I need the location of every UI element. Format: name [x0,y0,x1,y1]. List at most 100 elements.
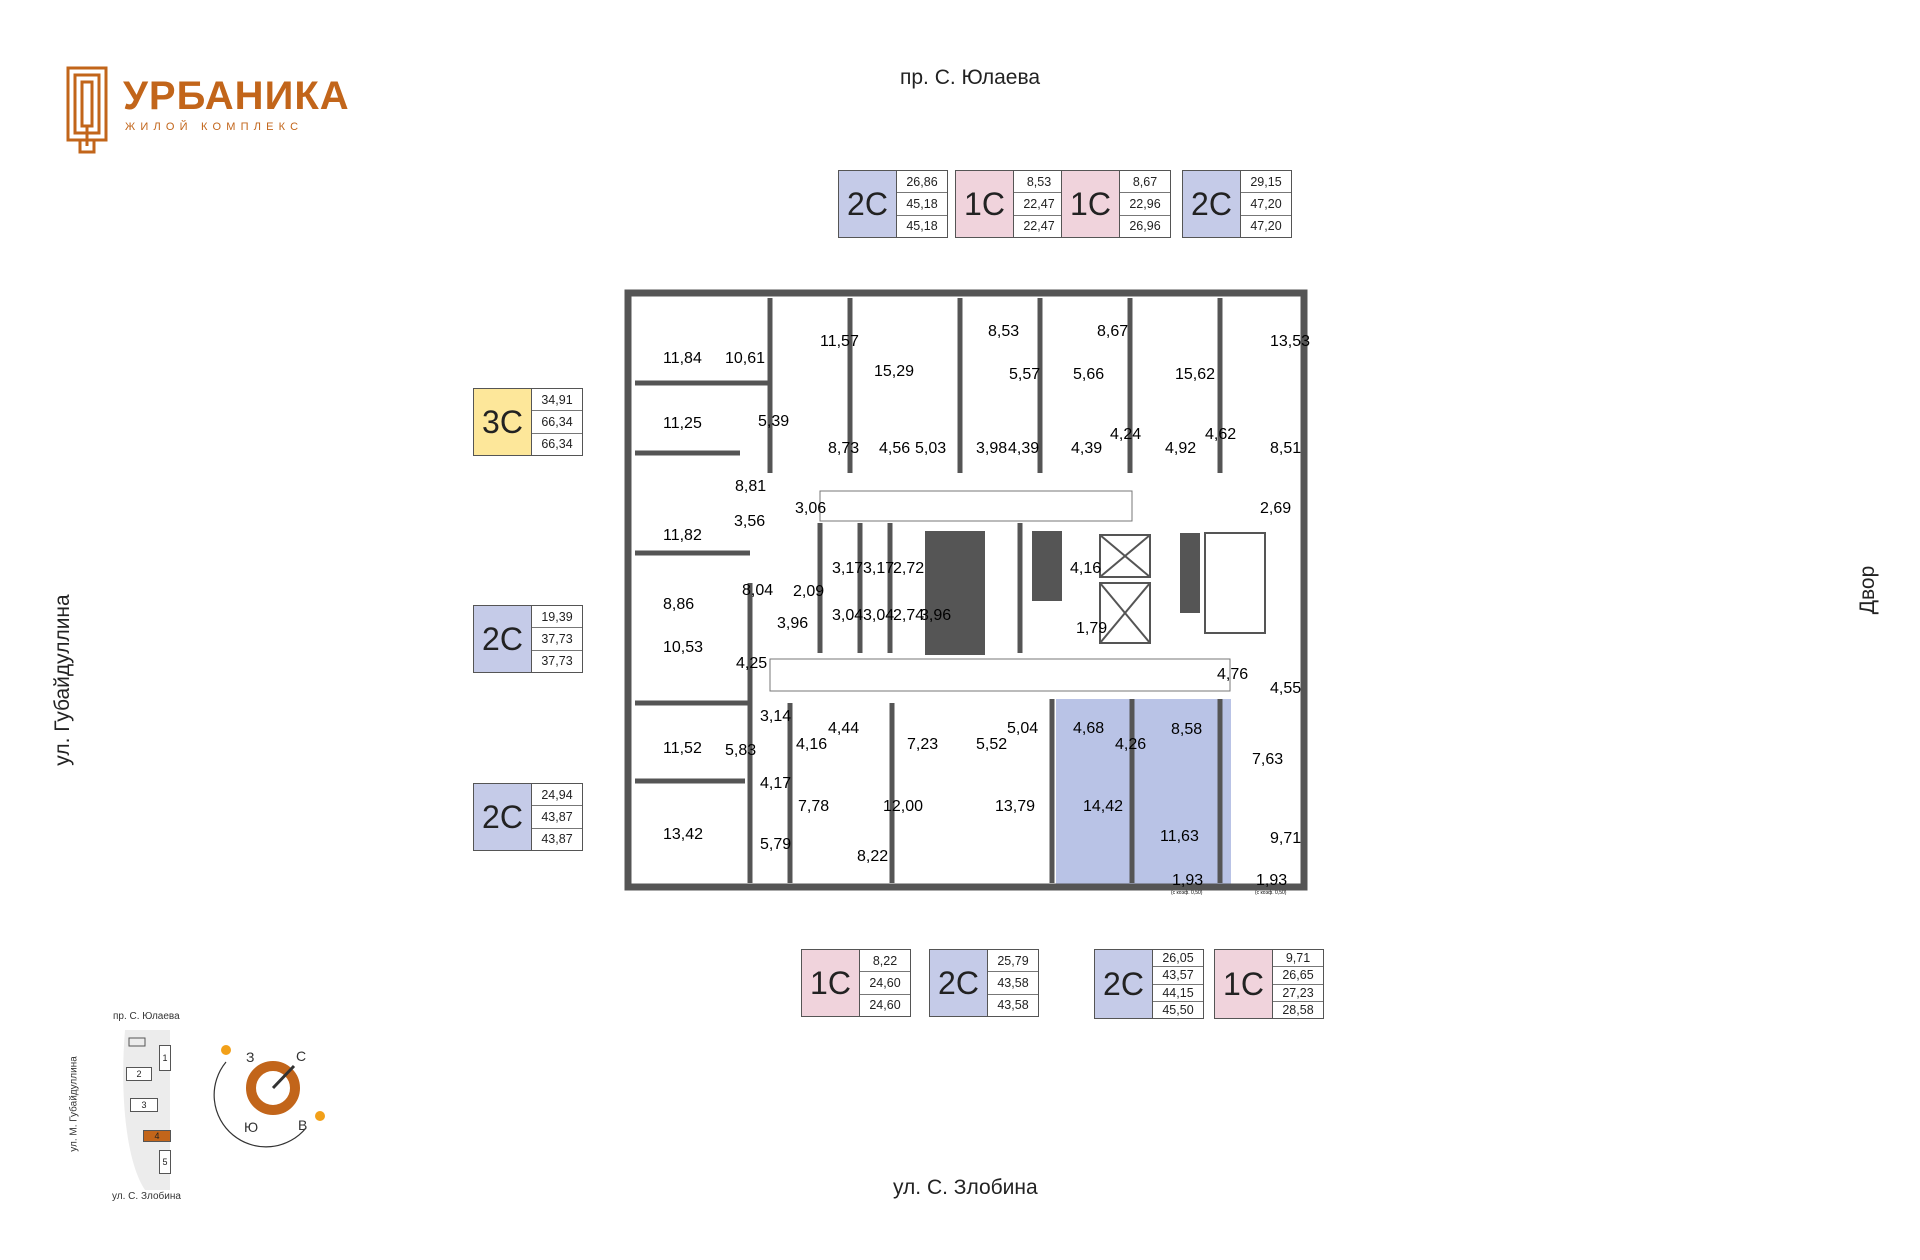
room-area: 5,79 [760,836,791,853]
apartment-tag[interactable]: 1С 8,67 22,96 26,96 [1061,170,1171,238]
room-area: 7,78 [798,798,829,815]
apartment-type: 2С [839,171,897,237]
apartment-area: 8,53 [1014,171,1064,194]
apartment-tag[interactable]: 2С 29,15 47,20 47,20 [1182,170,1292,238]
room-area: 8,22 [857,848,888,865]
room-area: 3,56 [734,513,765,530]
room-area: 5,04 [1007,720,1038,737]
apartment-area: 8,67 [1120,171,1170,194]
apartment-area: 24,94 [532,784,582,807]
room-area: 7,63 [1252,751,1283,768]
apartment-area: 22,47 [1023,219,1055,234]
apartment-area: 26,05 [1153,950,1203,968]
room-area: 11,57 [820,333,859,350]
room-area: 8,51 [1270,440,1301,457]
compass-north: С [296,1048,306,1064]
room-area: 2,09 [793,583,824,600]
apartment-area: 43,58 [988,972,1038,995]
room-area: 5,52 [976,736,1007,753]
minimap-building-highlighted: 4 [143,1130,171,1142]
room-area: 5,39 [758,413,789,430]
apartment-tag[interactable]: 2С 19,39 37,73 37,73 [473,605,583,673]
apartment-area: 24,60 [860,972,910,995]
compass-icon: З С Ю В [213,1045,325,1148]
room-area: 13,79 [995,798,1035,815]
apartment-area: 37,73 [541,654,573,669]
apartment-type: 2С [474,784,532,850]
room-area: 4,39 [1008,440,1039,457]
balcony-note: (с коэф. 0,50) [1171,890,1203,896]
room-area: 4,56 [879,440,910,457]
compass-south: Ю [244,1119,258,1135]
room-area: 4,16 [796,736,827,753]
balcony-note: (с коэф. 0,50) [1255,890,1287,896]
room-area: 1,93 [1256,872,1287,889]
minimap-street-top: пр. С. Юлаева [113,1011,180,1022]
floor-plan: 11,84 10,61 11,57 15,29 8,53 8,67 15,62 … [624,289,1310,896]
brand-title: УРБАНИКА [123,74,350,118]
apartment-area: 25,79 [988,950,1038,973]
room-area: 8,81 [735,478,766,495]
room-area: 7,23 [907,736,938,753]
apartment-area: 45,50 [1162,1002,1194,1017]
apartment-area: 44,15 [1153,985,1203,1002]
minimap-street-left: ул. М. Губайдуллина [68,1056,80,1152]
apartment-area: 24,60 [869,998,901,1013]
apartment-area: 22,96 [1120,193,1170,216]
apartment-tag[interactable]: 1С 8,22 24,60 24,60 [801,949,911,1017]
apartment-area: 26,86 [897,171,947,194]
room-area: 4,44 [828,720,859,737]
apartment-tag[interactable]: 3С 34,91 66,34 66,34 [473,388,583,456]
apartment-area: 47,20 [1241,193,1291,216]
apartment-area: 8,22 [860,950,910,973]
minimap-building: 5 [159,1150,171,1174]
apartment-type: 2С [474,606,532,672]
apartment-tag[interactable]: 2С 24,94 43,87 43,87 [473,783,583,851]
minimap-building: 2 [126,1067,152,1081]
apartment-tag[interactable]: 2С 26,86 45,18 45,18 [838,170,948,238]
apartment-area: 45,18 [906,219,938,234]
room-area: 9,71 [1270,830,1301,847]
room-area: 14,42 [1083,798,1123,815]
apartment-area: 43,87 [541,832,573,847]
room-area: 3,14 [760,708,791,725]
apartment-area: 66,34 [532,411,582,434]
apartment-area: 43,57 [1153,967,1203,985]
room-area: 3,04 [863,607,894,624]
room-area: 2,72 [893,560,924,577]
room-area: 13,53 [1270,333,1310,350]
apartment-type: 1С [1062,171,1120,237]
room-area: 2,69 [1260,500,1291,517]
apartment-tag[interactable]: 2С 26,05 43,57 44,15 45,50 [1094,949,1204,1019]
room-area: 10,53 [663,639,703,656]
room-area: 2,74 [893,607,924,624]
room-area: 11,63 [1160,828,1199,845]
room-area: 4,62 [1205,426,1236,443]
apartment-type: 3С [474,389,532,455]
apartment-area: 29,15 [1241,171,1291,194]
compass-west: З [246,1049,254,1065]
apartment-area: 43,87 [532,806,582,829]
room-area: 8,53 [988,323,1019,340]
apartment-area: 37,73 [532,628,582,651]
street-label-bottom: ул. С. Злобина [893,1176,1038,1199]
room-area: 1,93 [1172,872,1203,889]
apartment-type: 1С [1215,950,1273,1018]
room-area: 3,04 [832,607,863,624]
room-area: 3,17 [832,560,863,577]
sun-icon [221,1045,231,1055]
apartment-tag[interactable]: 2С 25,79 43,58 43,58 [929,949,1039,1017]
room-area: 5,03 [915,440,946,457]
apartment-tag[interactable]: 1С 8,53 22,47 22,47 [955,170,1065,238]
apartment-type: 2С [930,950,988,1016]
apartment-tag[interactable]: 1С 9,71 26,65 27,23 28,58 [1214,949,1324,1019]
apartment-area: 43,58 [997,998,1029,1013]
room-area: 5,83 [725,742,756,759]
street-label-top: пр. С. Юлаева [900,66,1041,89]
room-area: 8,73 [828,440,859,457]
apartment-area: 22,47 [1014,193,1064,216]
room-area: 5,66 [1073,366,1104,383]
room-area: 4,55 [1270,680,1301,697]
room-area: 11,52 [663,740,702,757]
room-area: 11,84 [663,350,702,367]
